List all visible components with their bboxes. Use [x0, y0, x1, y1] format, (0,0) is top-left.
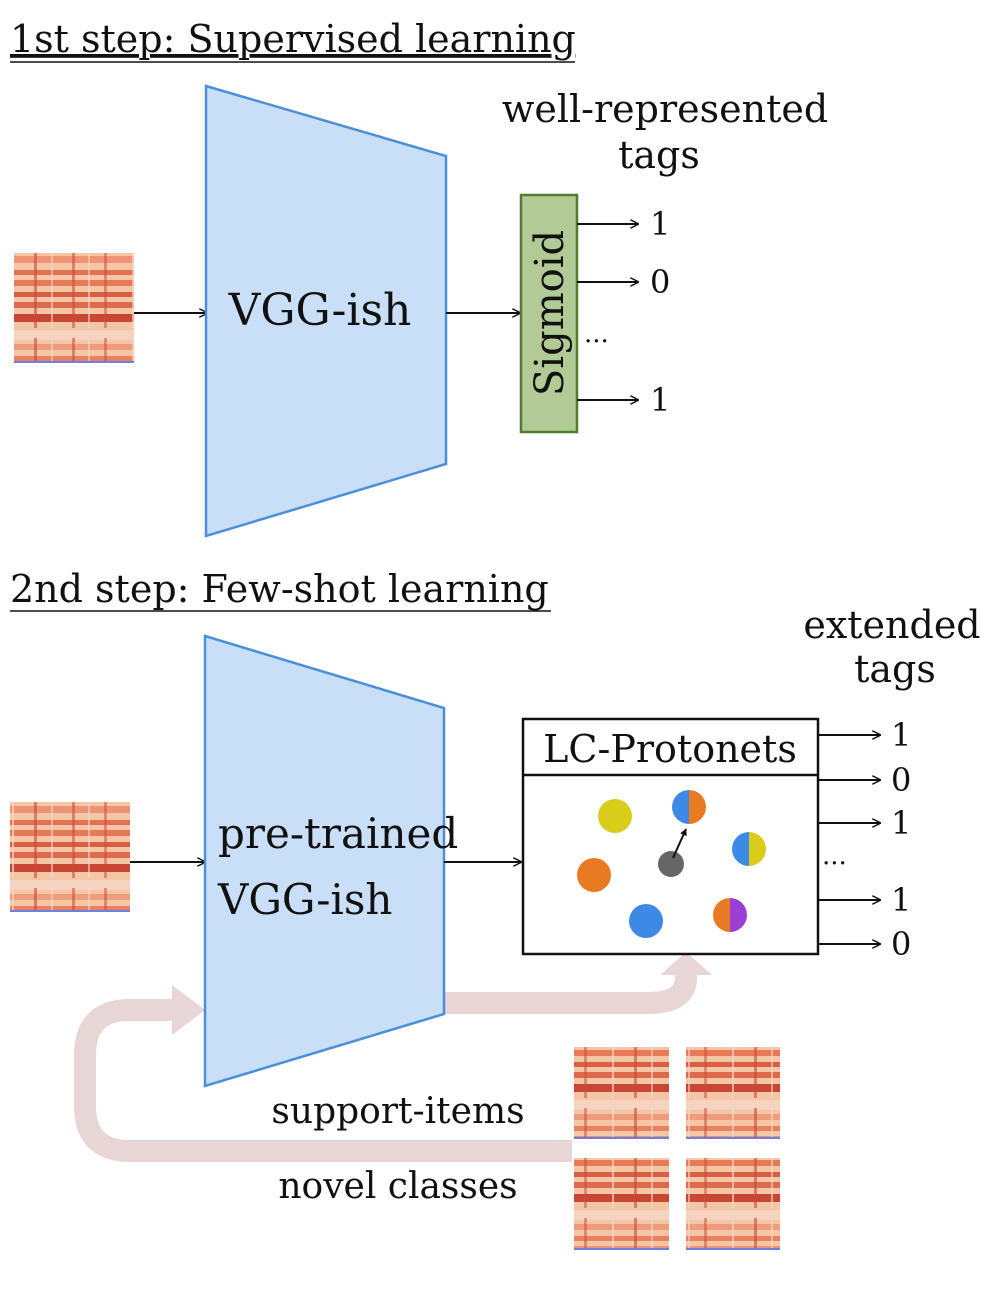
prototype-embeddings	[577, 790, 766, 938]
step1-input-spectrogram	[14, 253, 134, 363]
step2-output-value: 1	[891, 881, 911, 919]
step1-output-value: 0	[650, 263, 670, 301]
support-spectrogram	[574, 1158, 669, 1250]
step2-input-spectrogram	[10, 802, 130, 912]
step1-output-title-line2: tags	[618, 133, 700, 177]
step1-vggish-block	[204, 84, 448, 538]
step1-section: 1st step: Supervised learning VGG-ish Si…	[10, 17, 828, 538]
query-to-prototype-arrow	[672, 828, 687, 859]
step1-output-value: 1	[650, 205, 670, 243]
prototype-blue	[629, 904, 663, 938]
step2-output-value: 1	[891, 716, 911, 754]
query-embedding	[658, 851, 684, 877]
step2-output-ellipsis: ...	[822, 841, 847, 871]
support-feedback-arrow	[74, 952, 712, 1162]
step2-section: 2nd step: Few-shot learning pre-trained …	[10, 567, 981, 1250]
step1-title: 1st step: Supervised learning	[10, 17, 576, 61]
support-items-label: support-items	[271, 1091, 524, 1132]
pretrained-label-line1: pre-trained	[218, 809, 458, 858]
step2-output-value: 0	[891, 761, 911, 799]
lc-protonets-title: LC-Protonets	[543, 727, 797, 771]
step1-output-value: 1	[650, 381, 670, 419]
step1-vggish-label: VGG-ish	[228, 285, 412, 336]
support-spectrogram	[574, 1047, 669, 1139]
step2-output-title-line2: tags	[854, 647, 936, 691]
step2-output-title-line1: extended	[803, 603, 980, 647]
sigmoid-block	[519, 193, 579, 434]
step2-output-value: 1	[891, 804, 911, 842]
prototype-orange	[577, 858, 611, 892]
support-spectrogram	[686, 1047, 780, 1139]
pretrained-vggish-block	[203, 634, 446, 1088]
sigmoid-label: Sigmoid	[527, 230, 573, 396]
support-spectrogram	[686, 1158, 780, 1250]
step1-output-title-line1: well-represented	[502, 87, 828, 131]
step2-title: 2nd step: Few-shot learning	[10, 567, 549, 611]
prototype-blue-orange	[672, 790, 706, 824]
prototype-yellow	[598, 799, 632, 833]
novel-classes-label: novel classes	[278, 1166, 517, 1207]
step1-output-ellipsis: ...	[584, 319, 609, 349]
pretrained-label-line2: VGG-ish	[217, 875, 392, 924]
prototype-orange-purple	[713, 898, 747, 932]
prototype-blue-yellow	[732, 832, 766, 866]
step2-output-value: 0	[891, 925, 911, 963]
lc-protonets-box	[521, 717, 820, 956]
